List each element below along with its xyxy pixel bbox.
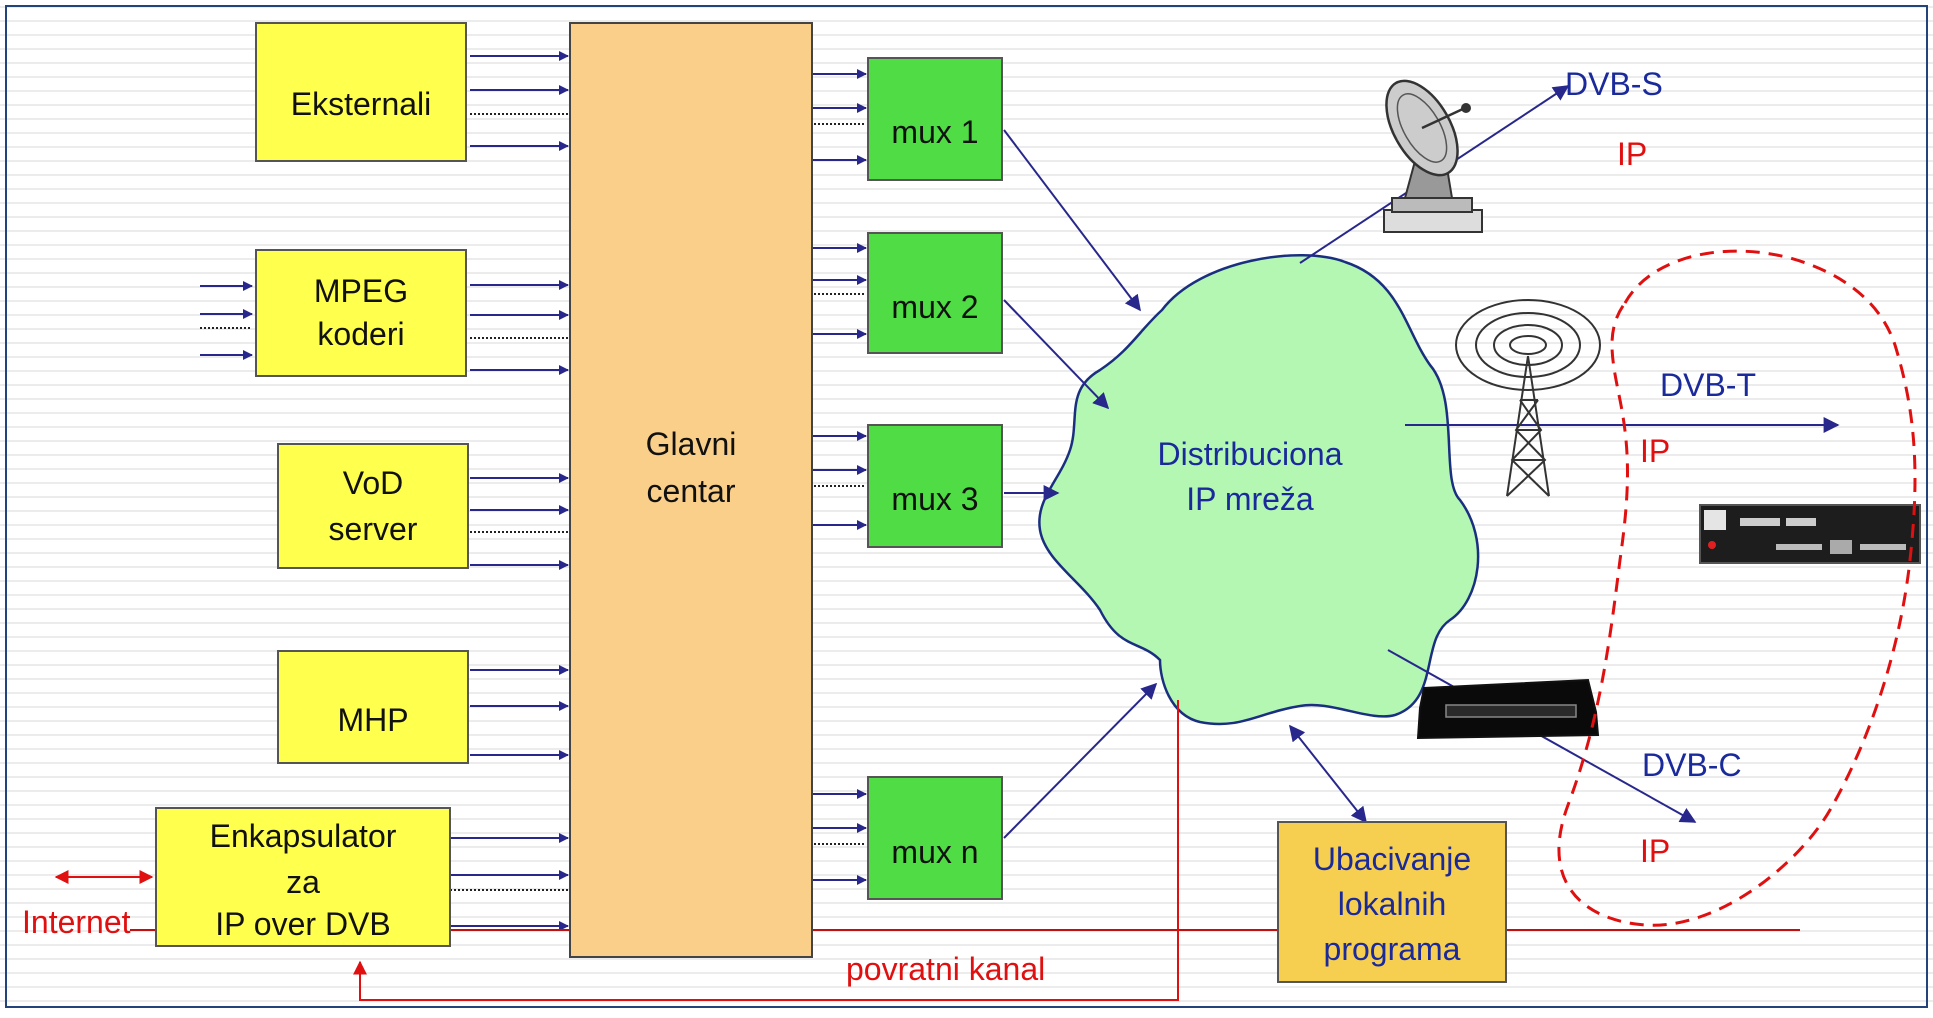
network-label-line1: Distribuciona: [1158, 436, 1343, 472]
source-arrows: [200, 51, 569, 931]
mux-1-box: mux 1: [867, 57, 1003, 181]
enkapsulator-label-line2: za: [286, 864, 320, 900]
set-top-box-dvbc-icon: [1416, 678, 1600, 740]
ip-coverage-region: [1557, 249, 1917, 927]
mhp-label: MHP: [337, 702, 408, 738]
internet-label: Internet: [22, 904, 131, 940]
vod-label-line1: VoD: [343, 465, 403, 501]
mux-3-box: mux 3: [867, 424, 1003, 548]
enkapsulator-box: Enkapsulator za IP over DVB: [155, 807, 451, 947]
center-label-line1: Glavni: [646, 426, 737, 462]
mux-input-arrows: [810, 69, 867, 885]
ip-network-cloud: Distribuciona IP mreža: [1038, 254, 1480, 726]
mux-to-network-arrows: [1003, 129, 1158, 839]
mux-2-box: mux 2: [867, 232, 1003, 354]
mpeg-koderi-box: MPEG koderi: [255, 249, 467, 377]
vod-server-box: VoD server: [277, 443, 469, 569]
ip-label-s: IP: [1617, 136, 1647, 172]
ip-label-c: IP: [1640, 833, 1670, 869]
enkapsulator-label-line1: Enkapsulator: [210, 818, 397, 854]
local-label-line3: programa: [1324, 931, 1461, 967]
mux-n-label: mux n: [891, 834, 978, 870]
dvb-t-label: DVB-T: [1660, 367, 1756, 403]
dvb-c-label: DVB-C: [1642, 747, 1742, 783]
return-channel-line: [353, 700, 1179, 1001]
mux-dotted-lines: [810, 123, 866, 845]
mux-3-label: mux 3: [891, 481, 978, 517]
mhp-box: MHP: [277, 650, 469, 764]
network-label-line2: IP mreža: [1186, 481, 1314, 517]
eksternali-box: Eksternali: [255, 22, 467, 162]
source-dotted-lines: [200, 113, 568, 891]
receiver-box-icon: [1699, 504, 1921, 564]
return-channel-label: povratni kanal: [846, 951, 1045, 987]
mux-n-box: mux n: [867, 776, 1003, 900]
dvb-s-label: DVB-S: [1565, 66, 1663, 102]
enkapsulator-label-line3: IP over DVB: [215, 906, 390, 942]
center-label-line2: centar: [647, 473, 736, 509]
mux-2-label: mux 2: [891, 289, 978, 325]
glavni-centar-box: Glavni centar: [569, 22, 813, 958]
satellite-dish-icon: [1383, 79, 1483, 233]
mux-1-label: mux 1: [891, 114, 978, 150]
ip-label-t: IP: [1640, 433, 1670, 469]
mpeg-label-line1: MPEG: [314, 273, 408, 309]
broadcast-tower-icon: [1455, 299, 1601, 497]
local-label-line1: Ubacivanje: [1313, 841, 1471, 877]
local-programs-box: Ubacivanje lokalnih programa: [1277, 821, 1507, 983]
frame-border: [5, 5, 1928, 1008]
local-label-line2: lokalnih: [1338, 886, 1447, 922]
eksternali-label: Eksternali: [291, 86, 432, 122]
vod-label-line2: server: [329, 511, 418, 547]
mpeg-label-line2: koderi: [317, 316, 404, 352]
